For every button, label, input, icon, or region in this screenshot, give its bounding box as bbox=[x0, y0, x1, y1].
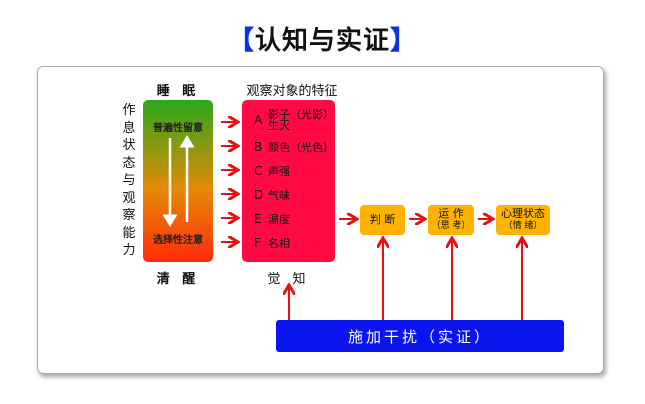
general-attention-text: 普遍性留意 bbox=[153, 123, 203, 134]
selective-attention-text: 选择性注意 bbox=[153, 235, 203, 246]
judgement-box: 判 断 bbox=[360, 205, 405, 235]
title-text: 认知与实证 bbox=[254, 26, 390, 56]
awake-label: 清 醒 bbox=[156, 272, 200, 287]
features-title: 观察对象的特征 bbox=[246, 84, 338, 99]
mental-state-box: 心理状态（情 绪） bbox=[496, 205, 550, 235]
thinking-box: 运 作（思 考） bbox=[428, 205, 474, 235]
state-gradient-box: 普遍性留意 选择性注意 bbox=[143, 100, 213, 262]
page-title: 【认知与实证】 bbox=[0, 20, 645, 57]
intervention-bar: 施加干扰（实证） bbox=[276, 320, 564, 352]
awareness-label: 觉 知 bbox=[267, 272, 310, 287]
sleep-label: 睡 眠 bbox=[156, 84, 200, 99]
features-box bbox=[242, 100, 335, 262]
vertical-label: 作息状态与观察能力 bbox=[122, 103, 136, 258]
bracket-close: 】 bbox=[390, 26, 418, 56]
bracket-open: 【 bbox=[227, 26, 255, 56]
